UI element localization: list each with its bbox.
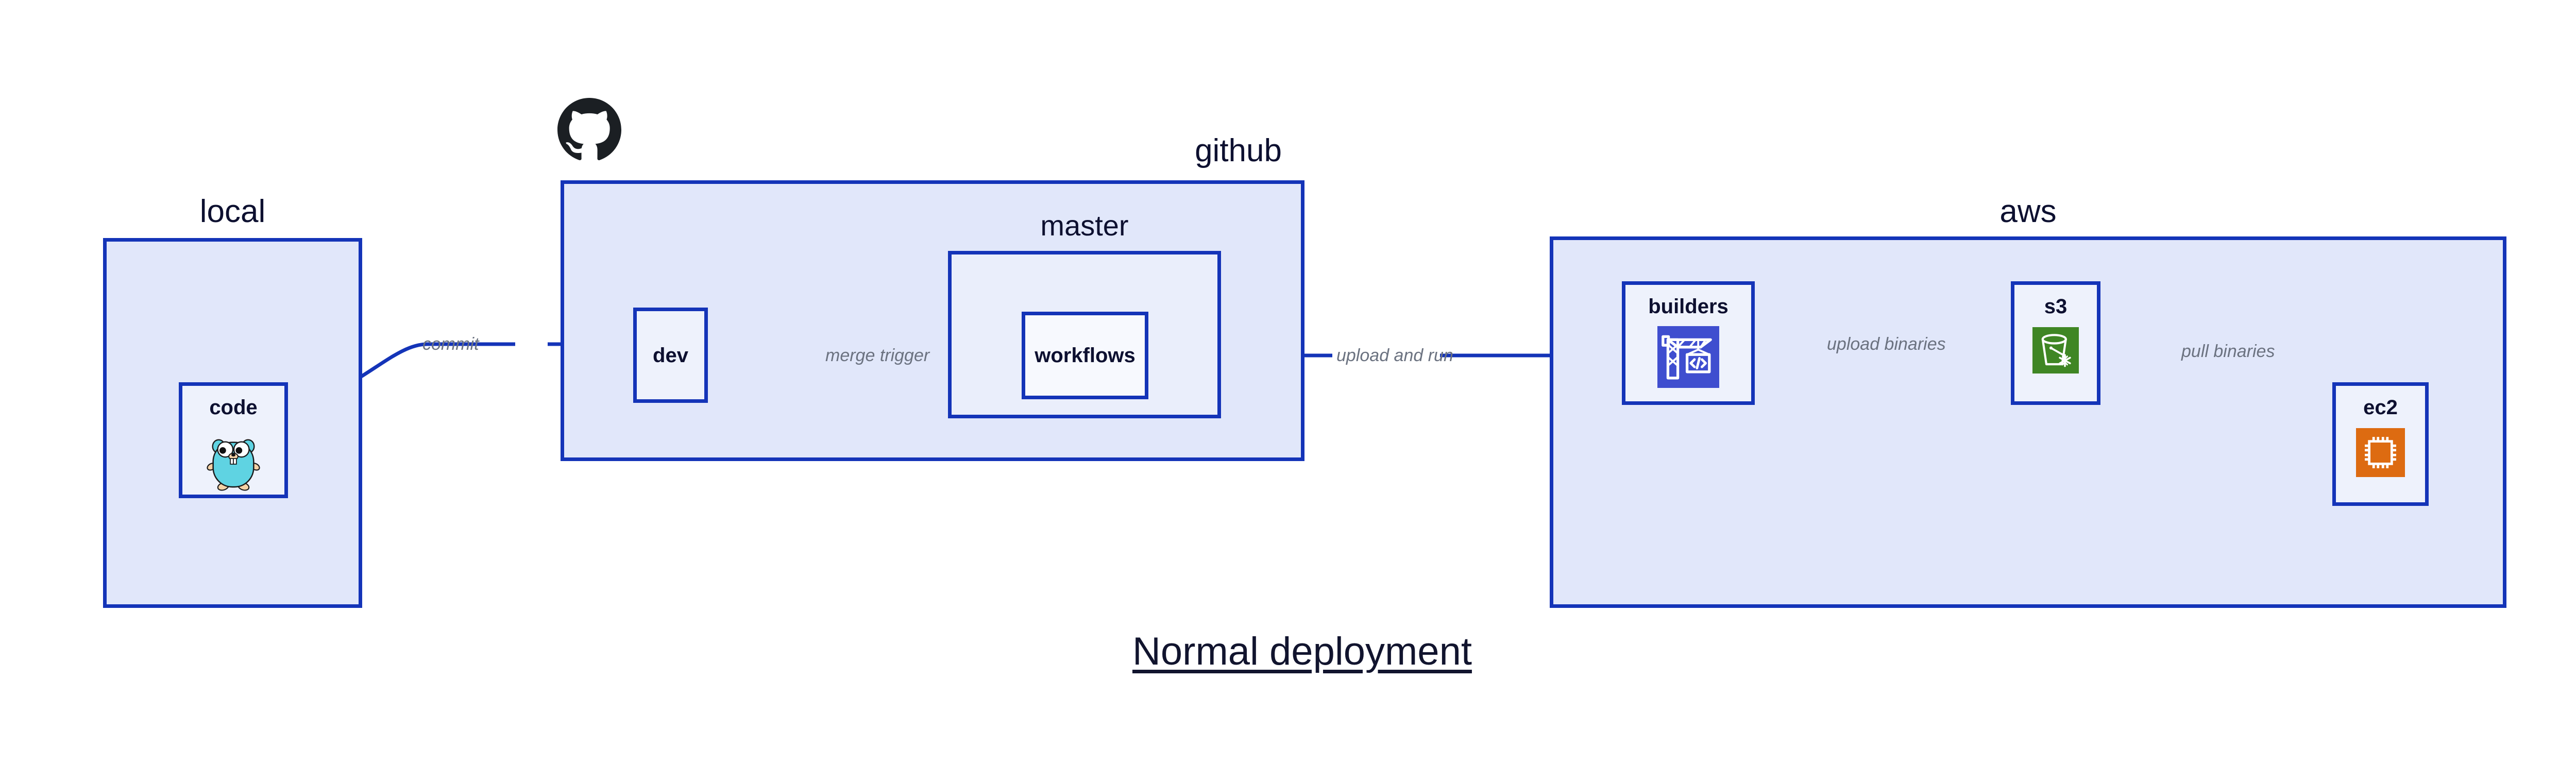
- node-code-label: code: [209, 396, 258, 419]
- github-octocat-logo: [557, 98, 621, 164]
- group-master-label: master: [1040, 209, 1129, 242]
- edge-label-pull-binaries: pull binaries: [2181, 342, 2275, 361]
- edge-label-merge-trigger: merge trigger: [825, 346, 930, 365]
- aws-s3-bucket-icon: [2032, 327, 2079, 376]
- group-aws-label: aws: [1999, 194, 2057, 229]
- node-workflows[interactable]: workflows: [1022, 312, 1148, 399]
- node-dev[interactable]: dev: [633, 308, 708, 403]
- node-ec2-label: ec2: [2363, 396, 2398, 419]
- node-builders[interactable]: builders: [1622, 281, 1755, 405]
- node-dev-label: dev: [653, 344, 688, 367]
- edge-label-upload-and-run: upload and run: [1336, 346, 1453, 365]
- node-code[interactable]: code: [179, 382, 288, 498]
- aws-crane-build-icon: [1657, 326, 1719, 390]
- edge-label-upload-binaries: upload binaries: [1827, 334, 1946, 354]
- group-github-label: github: [1195, 133, 1282, 168]
- go-gopher-icon: [203, 431, 264, 495]
- node-workflows-label: workflows: [1035, 344, 1136, 367]
- node-builders-label: builders: [1648, 295, 1728, 318]
- node-s3[interactable]: s3: [2011, 281, 2100, 405]
- edge-label-commit: commit: [422, 334, 479, 354]
- group-local-label: local: [199, 194, 266, 229]
- aws-ec2-chip-icon: [2356, 428, 2405, 480]
- node-s3-label: s3: [2044, 295, 2067, 318]
- node-ec2[interactable]: ec2: [2332, 382, 2429, 506]
- diagram-title: Normal deployment: [1132, 630, 1472, 673]
